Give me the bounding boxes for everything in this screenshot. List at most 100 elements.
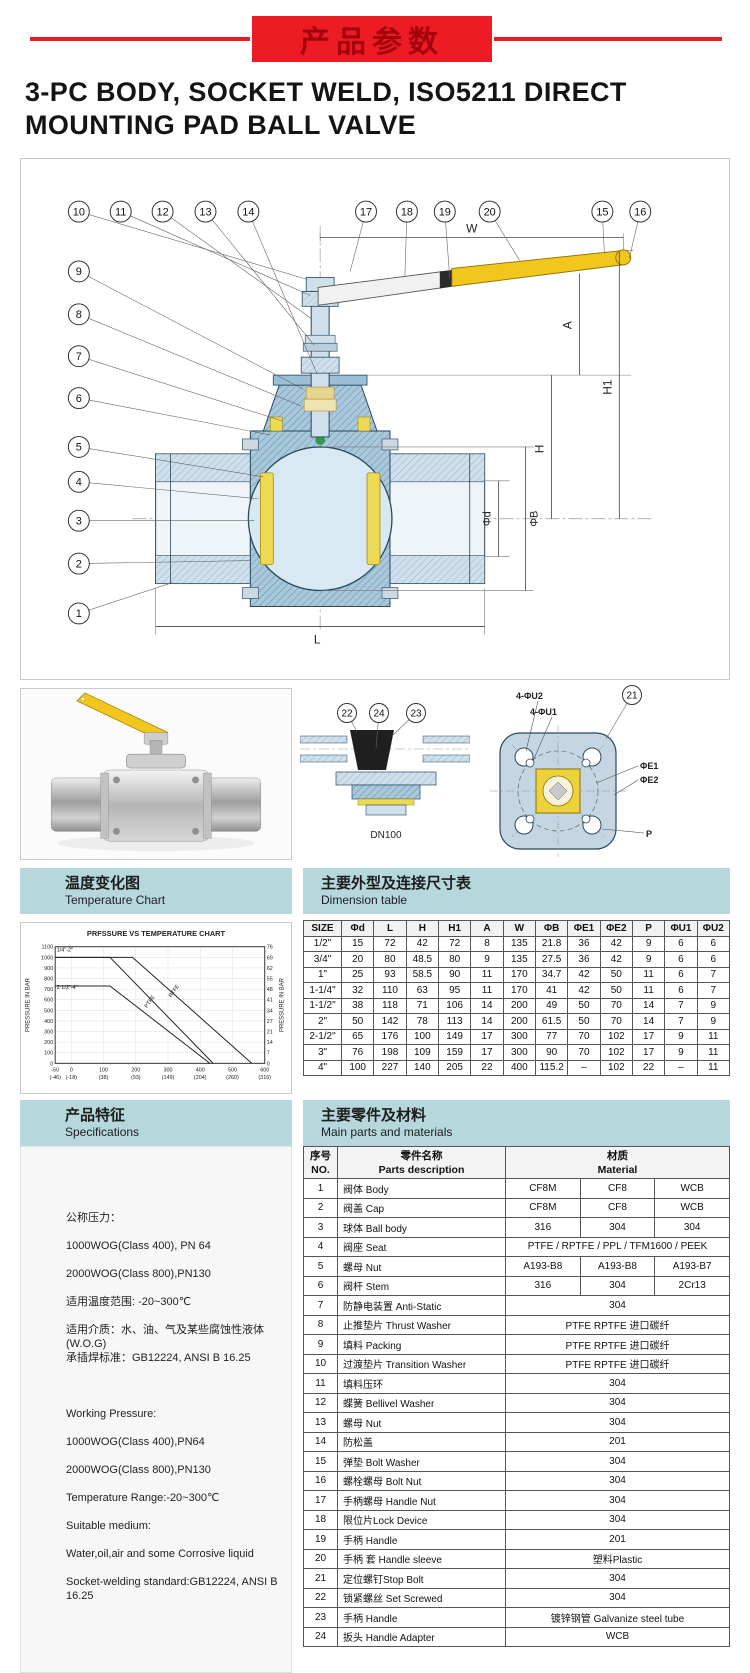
y-tick-right: 48 bbox=[267, 987, 273, 993]
product-photo-box bbox=[20, 688, 292, 860]
dim-header-cell: P bbox=[631, 920, 666, 937]
dim-cell: 115.2 bbox=[534, 1059, 569, 1076]
x-tick-c: (149) bbox=[162, 1075, 175, 1081]
callout-8 bbox=[67, 303, 90, 326]
part-no: 15 bbox=[303, 1451, 338, 1472]
y-tick-left: 1100 bbox=[42, 945, 54, 951]
dim-cell: 72 bbox=[437, 935, 472, 952]
dn-pipe-wall bbox=[300, 735, 348, 744]
dn-pipe-wall bbox=[422, 754, 470, 763]
part-no: 22 bbox=[303, 1587, 338, 1608]
part-name: 防静电装置 Anti-Static bbox=[337, 1295, 506, 1316]
spec-line: 1000WOG(Class 400), PN 64 bbox=[66, 1240, 211, 1252]
dim-cell: 6 bbox=[664, 951, 698, 968]
dim-cell: 90 bbox=[534, 1044, 569, 1061]
part-name: 填料 Packing bbox=[337, 1334, 506, 1355]
callout-leader bbox=[78, 397, 271, 436]
callout-3 bbox=[67, 509, 90, 532]
section-header-temperature: 温度变化图 Temperature Chart bbox=[20, 868, 292, 914]
ylabel-right: PRESSURE IN BAR bbox=[280, 978, 286, 1032]
part-material: A193-B8 bbox=[505, 1256, 581, 1277]
y-tick-left: 200 bbox=[44, 1040, 53, 1046]
bolt-circle bbox=[517, 750, 599, 832]
chart-annotation: 1/4"-2" bbox=[57, 947, 73, 953]
spec-line: 承插焊标准：GB12224, ANSI B 16.25 bbox=[66, 1352, 251, 1364]
part-name: 阀盖 Cap bbox=[337, 1197, 506, 1218]
y-tick-right: 34 bbox=[267, 1008, 273, 1014]
dim-cell: 32 bbox=[340, 982, 375, 999]
dim-cell: 100 bbox=[405, 1028, 439, 1045]
dim-cell: 41 bbox=[534, 982, 569, 999]
dim-cell: 70 bbox=[567, 1044, 601, 1061]
photo-right-cap bbox=[205, 777, 262, 832]
callout-9 bbox=[67, 260, 90, 283]
dim-label-l: L bbox=[314, 632, 321, 646]
part-name: 扳头 Handle Adapter bbox=[337, 1626, 506, 1647]
photo-left-cap bbox=[50, 777, 107, 832]
section-header-parts: 主要零件及材料 Main parts and materials bbox=[303, 1100, 730, 1146]
part-name: 手柄 Handle bbox=[337, 1607, 506, 1628]
dn-pipe-wall bbox=[422, 735, 470, 744]
callout-2 bbox=[67, 552, 90, 575]
y-tick-left: 0 bbox=[50, 1061, 53, 1067]
part-name: 弹垫 Bolt Washer bbox=[337, 1451, 506, 1472]
photo-bolt bbox=[192, 776, 199, 784]
dim-cell: 3/4" bbox=[303, 951, 342, 968]
dim-cell: 42 bbox=[567, 982, 601, 999]
flange-callouts: 21 bbox=[605, 685, 642, 740]
callout-leader bbox=[78, 446, 264, 478]
dim-header-cell: SIZE bbox=[303, 920, 342, 937]
dim-cell: 14 bbox=[470, 997, 504, 1014]
chart-frame bbox=[54, 946, 266, 1064]
part-material: CF8M bbox=[505, 1178, 581, 1199]
callout-6 bbox=[67, 387, 90, 410]
dim-cell: 113 bbox=[437, 1013, 472, 1030]
part-material: 201 bbox=[505, 1529, 730, 1550]
label-leader bbox=[525, 700, 539, 752]
part-material: 304 bbox=[505, 1373, 730, 1394]
series-line bbox=[55, 956, 214, 1064]
callout-17 bbox=[355, 200, 377, 223]
callout-leader bbox=[78, 211, 308, 280]
series-line bbox=[55, 985, 211, 1064]
part-material: 304 bbox=[505, 1509, 730, 1530]
callout-4 bbox=[67, 470, 90, 493]
part-no: 24 bbox=[303, 1626, 338, 1647]
dim-header-cell: ΦB bbox=[534, 920, 569, 937]
flange-view-box: 4-ΦU2 4-ΦU1 ΦE1 ΦE2 P 21 bbox=[478, 683, 678, 865]
dim-cell: 227 bbox=[373, 1059, 407, 1076]
y-tick-left: 400 bbox=[44, 1019, 53, 1025]
dim-label-w: W bbox=[466, 222, 478, 236]
part-material: 304 bbox=[505, 1412, 730, 1433]
part-material: A193-B7 bbox=[654, 1256, 730, 1277]
part-name: 螺母 Nut bbox=[337, 1412, 506, 1433]
part-no: 7 bbox=[303, 1295, 338, 1316]
dim-cell: 22 bbox=[631, 1059, 666, 1076]
callout-15 bbox=[591, 200, 614, 223]
callout-label: 10 bbox=[73, 206, 85, 218]
callout-10 bbox=[67, 200, 90, 223]
part-material: CF8M bbox=[505, 1197, 581, 1218]
dim-cell: 1-1/4" bbox=[303, 982, 342, 999]
dim-cell: 135 bbox=[502, 935, 536, 952]
part-no: 17 bbox=[303, 1490, 338, 1511]
section-title-en: Main parts and materials bbox=[321, 1125, 453, 1139]
part-no: 19 bbox=[303, 1529, 338, 1550]
dn-flange-lower bbox=[351, 784, 421, 800]
part-material: 304 bbox=[505, 1470, 730, 1491]
y-tick-right: 14 bbox=[267, 1040, 273, 1046]
dim-cell: 14 bbox=[631, 1013, 666, 1030]
part-material: PTFE RPTFE 进口碳纤 bbox=[505, 1334, 730, 1355]
callout-leader bbox=[162, 211, 313, 320]
label-e2: ΦE2 bbox=[640, 775, 658, 785]
